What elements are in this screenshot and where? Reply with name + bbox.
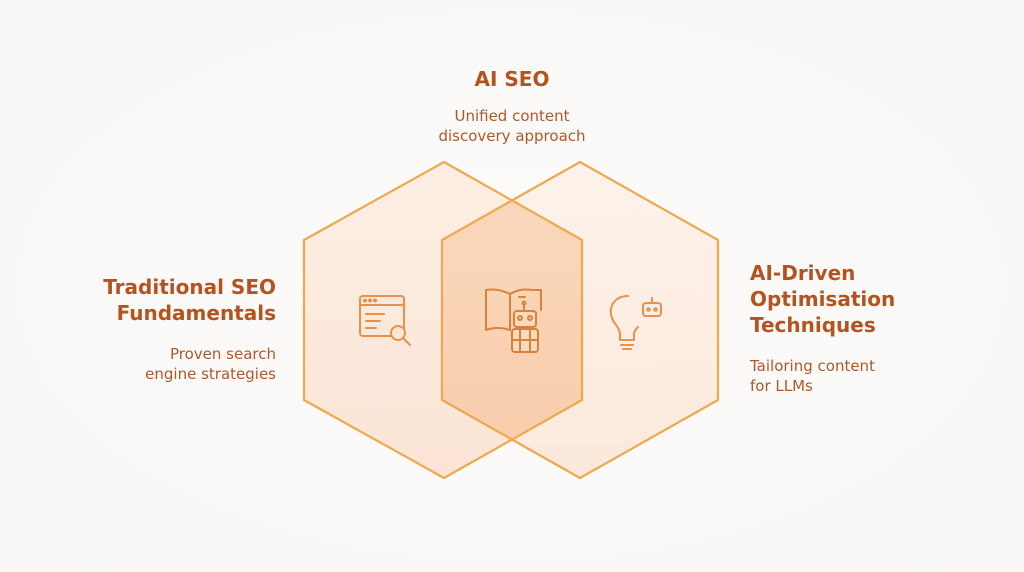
traditional-seo-title-line: Fundamentals bbox=[116, 301, 276, 325]
lightbulb-bot-icon bbox=[609, 295, 662, 350]
ai-driven-title: AI-Driven Optimisation Techniques bbox=[750, 260, 990, 338]
traditional-seo-title-line: Traditional SEO bbox=[103, 275, 276, 299]
ai-seo-description-line: discovery approach bbox=[438, 127, 586, 145]
ai-driven-description-line: for LLMs bbox=[750, 377, 813, 395]
traditional-seo-description-line: engine strategies bbox=[145, 365, 276, 383]
ai-driven-title-line: Optimisation bbox=[750, 287, 896, 311]
left-label-block: Traditional SEO Fundamentals Proven sear… bbox=[40, 274, 276, 384]
ai-driven-title-line: Techniques bbox=[750, 313, 876, 337]
ai-seo-description: Unified content discovery approach bbox=[362, 106, 662, 146]
hexagon-overlap bbox=[442, 162, 582, 478]
traditional-seo-description: Proven search engine strategies bbox=[40, 344, 276, 384]
browser-search-icon bbox=[359, 295, 411, 346]
ai-driven-description: Tailoring content for LLMs bbox=[750, 356, 990, 396]
right-label-block: AI-Driven Optimisation Techniques Tailor… bbox=[750, 260, 990, 396]
traditional-seo-description-line: Proven search bbox=[169, 345, 276, 363]
book-robot-icon bbox=[485, 288, 542, 353]
ai-seo-description-line: Unified content bbox=[454, 107, 570, 125]
top-label-block: AI SEO Unified content discovery approac… bbox=[362, 66, 662, 146]
ai-driven-title-line: AI-Driven bbox=[750, 261, 856, 285]
ai-driven-description-line: Tailoring content bbox=[750, 357, 875, 375]
traditional-seo-title: Traditional SEO Fundamentals bbox=[40, 274, 276, 326]
ai-seo-title: AI SEO bbox=[474, 67, 550, 91]
